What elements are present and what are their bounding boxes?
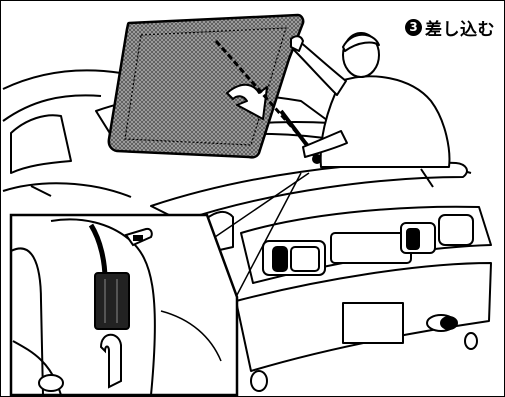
step-number-badge: 3 (405, 18, 422, 36)
person-figure (290, 32, 451, 168)
insert-arrow-icon (226, 83, 268, 120)
step-instruction-text: 差し込む (425, 19, 495, 40)
callout-lines (214, 172, 310, 296)
step-label: 3 差し込む (405, 15, 495, 40)
sunshade-panel (107, 13, 305, 159)
inset-detail (9, 213, 239, 396)
car-body (2, 69, 492, 392)
